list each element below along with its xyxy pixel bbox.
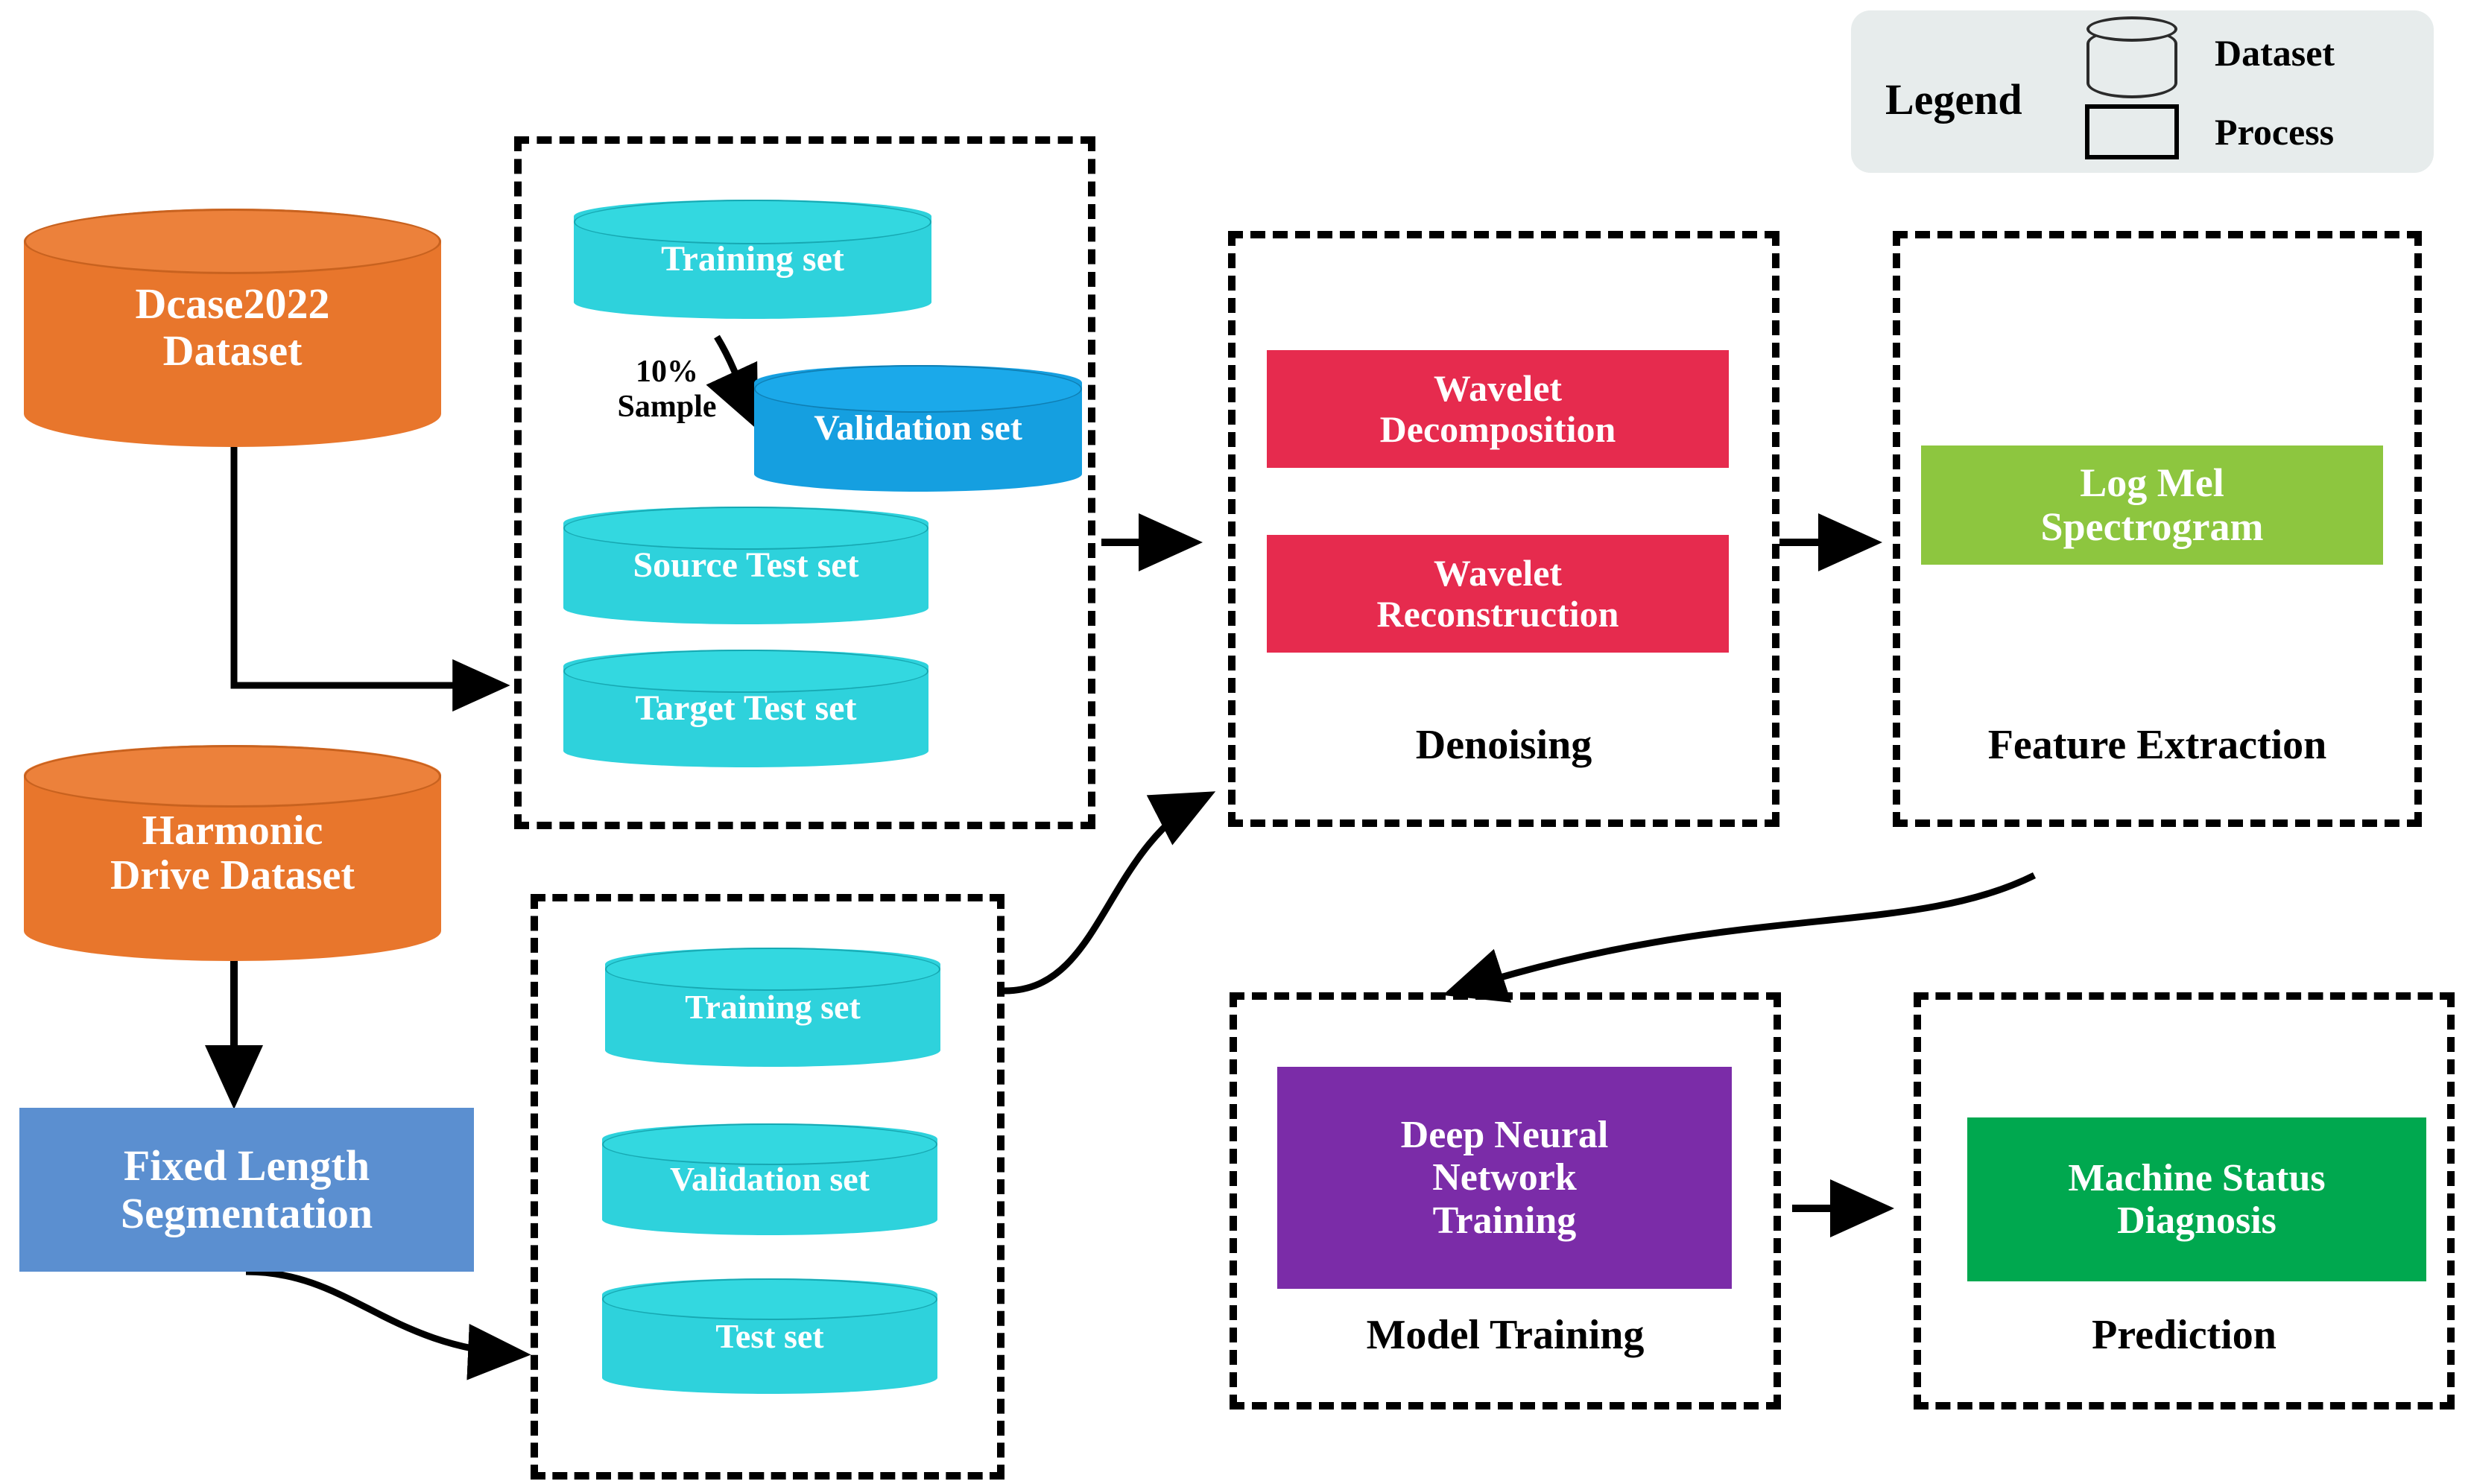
dataset-hd-training-set-label: Training set xyxy=(685,988,861,1027)
legend-title: Legend xyxy=(1885,75,2022,124)
dataset-hd-training-set[interactable]: Training set xyxy=(605,948,940,1067)
cylinder-top xyxy=(563,650,928,693)
legend-item-dataset-label: Dataset xyxy=(2215,32,2335,74)
cylinder-top xyxy=(605,948,940,991)
legend-item-process-label: Process xyxy=(2215,111,2335,153)
group-harmonic-split xyxy=(531,894,1004,1480)
dataset-dcase-validation-set-label: Validation set xyxy=(814,408,1022,448)
cylinder-icon-top xyxy=(2086,16,2177,42)
group-feature-extraction xyxy=(1893,231,2422,827)
dataset-hd-test-set-label: Test set xyxy=(715,1316,824,1355)
edge-dcase-to-split xyxy=(230,447,510,712)
dataset-dcase-source-test-set-label: Source Test set xyxy=(633,545,859,586)
dataset-hd-validation-set-label: Validation set xyxy=(670,1160,870,1199)
cylinder-top xyxy=(24,745,441,808)
group-denoising xyxy=(1228,231,1779,827)
group-model-training-label: Model Training xyxy=(1366,1312,1645,1358)
edge-segmentation-to-hdsplit xyxy=(245,1268,531,1380)
group-denoising-label: Denoising xyxy=(1415,722,1592,768)
edge-feature-to-model xyxy=(1443,872,2037,1003)
group-model-training xyxy=(1230,992,1781,1410)
dataset-dcase-target-test-set[interactable]: Target Test set xyxy=(563,650,928,767)
dataset-dcase-source-test-set[interactable]: Source Test set xyxy=(563,507,928,624)
dataset-hd-validation-set[interactable]: Validation set xyxy=(602,1123,937,1235)
cylinder-top xyxy=(574,200,931,244)
dataset-hd-test-set[interactable]: Test set xyxy=(602,1278,937,1394)
cylinder-top xyxy=(24,209,441,274)
dataset-dcase-training-set-label: Training set xyxy=(661,239,844,279)
cylinder-top xyxy=(754,365,1082,413)
dataset-dcase-validation-set[interactable]: Validation set xyxy=(754,365,1082,492)
cylinder-top xyxy=(602,1278,937,1320)
group-prediction-label: Prediction xyxy=(2092,1312,2277,1358)
group-dcase-split xyxy=(514,136,1095,829)
cylinder-top xyxy=(602,1123,937,1165)
dataset-dcase-target-test-set-label: Target Test set xyxy=(635,688,857,729)
rectangle-icon xyxy=(2085,104,2179,159)
group-feature-extraction-label: Feature Extraction xyxy=(1987,722,2327,768)
cylinder-top xyxy=(563,507,928,550)
group-prediction xyxy=(1914,992,2455,1410)
edge-label-10pct-sample: 10%Sample xyxy=(617,355,717,425)
dataset-dcase-training-set[interactable]: Training set xyxy=(574,200,931,319)
